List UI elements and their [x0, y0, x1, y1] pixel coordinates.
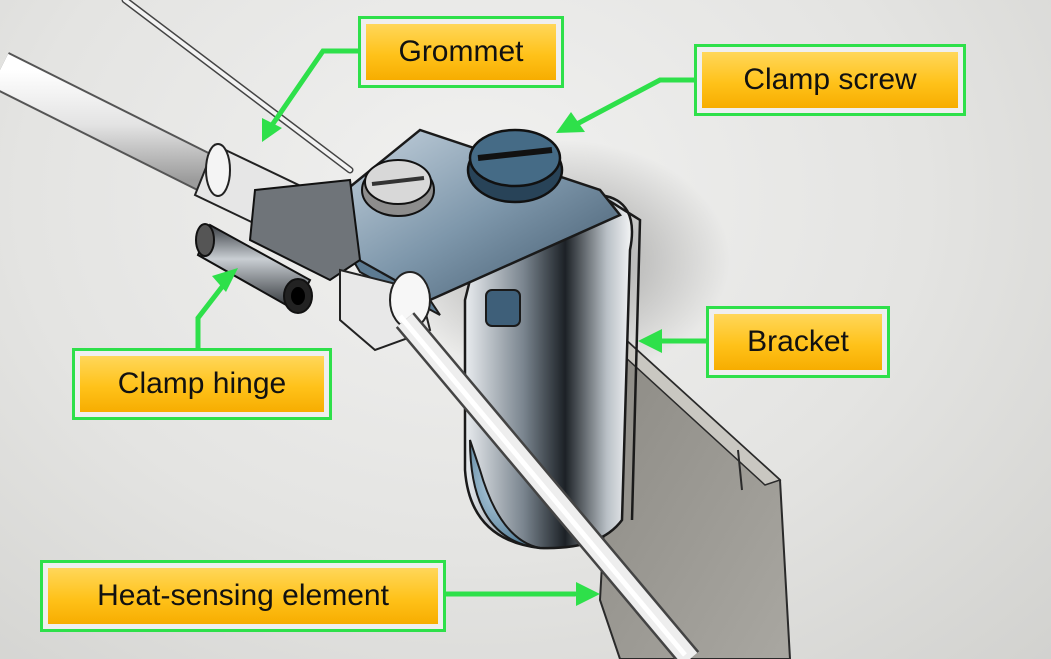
- clamp-screw: [466, 128, 564, 204]
- clamp-hinge-leader: [195, 280, 228, 352]
- bracket-label: Bracket: [714, 314, 882, 370]
- leader-lines: [195, 48, 713, 597]
- upper-wire: [121, 0, 354, 174]
- clamp-screw-leader: [572, 77, 701, 128]
- grommet-leader: [267, 48, 365, 131]
- heat-sensing-element-label: Heat-sensing element: [48, 568, 438, 624]
- clamp-nut: [361, 159, 435, 217]
- clamp-hinge-callout: Clamp hinge: [72, 348, 332, 420]
- grommet-label: Grommet: [366, 24, 556, 80]
- grommet: [193, 143, 362, 282]
- sensing-tube-upper: [0, 52, 229, 198]
- grommet-callout: Grommet: [358, 16, 564, 88]
- clamp-hinge: [195, 223, 313, 314]
- clamp-screw-callout: Clamp screw: [694, 44, 966, 116]
- heat-sensing-element-callout: Heat-sensing element: [40, 560, 446, 632]
- mounting-plate: [598, 327, 792, 659]
- sensing-tube-lower: [395, 312, 700, 659]
- leader-arrowheads: [212, 112, 662, 606]
- clamp-hinge-label: Clamp hinge: [80, 356, 324, 412]
- bracket-callout: Bracket: [706, 306, 890, 378]
- clamp-screw-label: Clamp screw: [702, 52, 958, 108]
